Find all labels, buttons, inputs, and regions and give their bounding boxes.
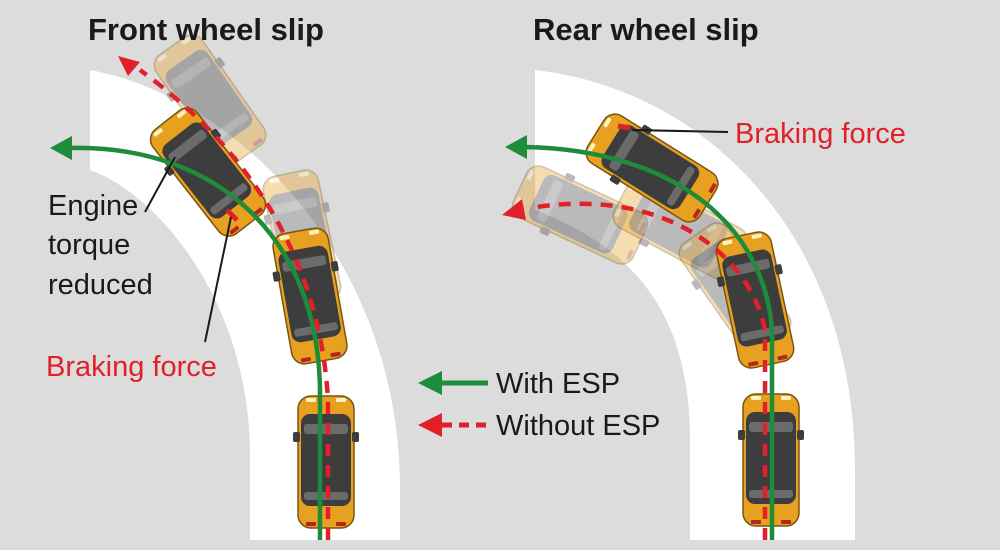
engine-leader-line <box>144 156 176 213</box>
legend-with-esp-label: With ESP <box>496 368 620 400</box>
rear-brake-marker <box>617 123 631 131</box>
front-title: Front wheel slip <box>88 12 324 47</box>
rear-braking-label: Braking force <box>735 118 906 150</box>
front-arrowhead-with-esp <box>50 136 72 160</box>
rear-arrowhead-with-esp <box>505 135 527 159</box>
front-path-with-esp <box>69 145 323 540</box>
front-path-without-esp <box>138 68 331 540</box>
front-braking-label: Braking force <box>46 351 217 383</box>
rear-arrowhead-without-esp <box>502 199 526 220</box>
rear-path-with-esp <box>524 144 775 540</box>
rear-path-without-esp <box>529 201 768 540</box>
legend-without-esp-arrowhead <box>418 413 442 437</box>
legend-without-esp-label: Without ESP <box>496 410 660 442</box>
legend-with-esp-arrowhead <box>418 371 442 395</box>
front-brake-marker <box>225 208 239 222</box>
legend: With ESP Without ESP <box>418 368 660 442</box>
front-braking-leader-line <box>204 216 232 343</box>
rear-title: Rear wheel slip <box>533 12 759 47</box>
front-arrowhead-without-esp <box>118 56 140 76</box>
engine-label-line-1: Engine <box>48 190 138 222</box>
engine-label-line-2: torque <box>48 229 130 261</box>
engine-label-line-3: reduced <box>48 269 153 301</box>
rear-braking-leader-line <box>631 129 729 133</box>
